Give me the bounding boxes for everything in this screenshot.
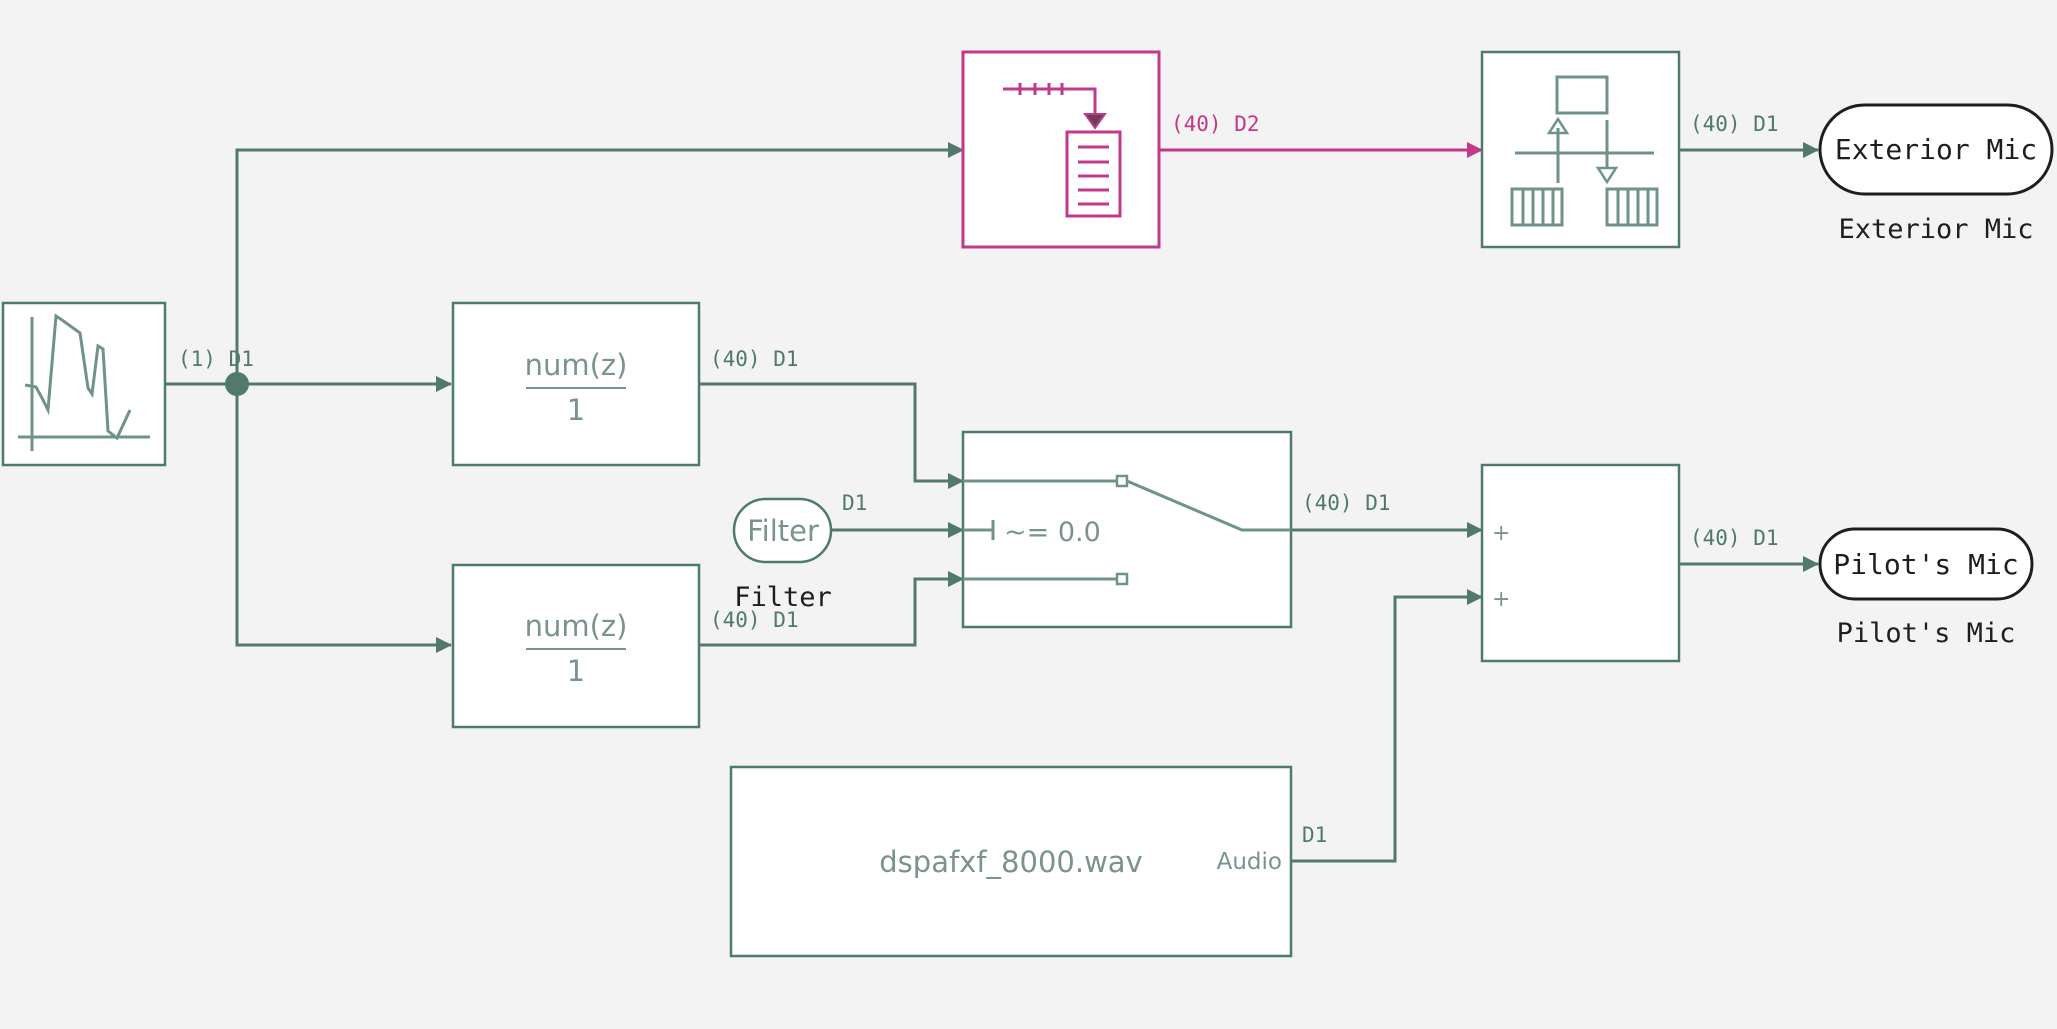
buffer-icon — [1003, 83, 1122, 218]
unbuffer-icon — [1510, 75, 1659, 227]
filter-constant-block[interactable]: Filter — [732, 497, 833, 564]
filter-constant-text: Filter — [747, 514, 819, 548]
unbuffer-block[interactable] — [1480, 50, 1681, 249]
sum-block[interactable]: + + — [1480, 463, 1681, 663]
signal-label-filter-bottom: (40) D1 — [710, 608, 799, 632]
signal-label-filter-const: D1 — [842, 491, 867, 515]
signal-label-sum: (40) D1 — [1690, 526, 1779, 550]
switch-block[interactable]: ~= 0.0 — [961, 430, 1293, 629]
signal-label-filter-top: (40) D1 — [710, 347, 799, 371]
audio-file-block[interactable]: dspafxf_8000.wav Audio — [729, 765, 1293, 958]
pilots-mic-outport[interactable]: Pilot's Mic — [1818, 527, 2034, 601]
wire-to-buffer[interactable] — [235, 142, 964, 384]
wires — [166, 142, 1819, 863]
filter-constant-name: Filter — [734, 582, 832, 613]
signal-label-source: (1) D1 — [178, 347, 254, 371]
switch-criterion: ~= 0.0 — [1004, 517, 1101, 548]
switch-icon — [963, 474, 1291, 586]
filter-bottom-numerator: num(z) — [525, 609, 628, 643]
exterior-mic-outport[interactable]: Exterior Mic — [1818, 103, 2054, 196]
wire-filter-bottom-to-switch[interactable] — [699, 571, 964, 647]
exterior-mic-name: Exterior Mic — [1838, 214, 2033, 245]
buffer-block[interactable] — [961, 50, 1161, 249]
audio-filename: dspafxf_8000.wav — [879, 845, 1142, 879]
signal-labels: (1) D1 (40) D2 (40) D1 (40) D1 (40) D1 D… — [178, 112, 1779, 847]
signal-source-block[interactable] — [1, 301, 167, 467]
signal-label-buffer: (40) D2 — [1171, 112, 1260, 136]
waveform-icon — [18, 313, 150, 451]
wire-audio-to-sum[interactable] — [1291, 589, 1483, 863]
exterior-mic-text: Exterior Mic — [1835, 133, 2037, 166]
pilots-mic-name: Pilot's Mic — [1837, 618, 2016, 649]
signal-label-switch: (40) D1 — [1302, 491, 1391, 515]
signal-label-audio: D1 — [1302, 823, 1327, 847]
wire-filter-top-to-switch[interactable] — [699, 382, 964, 489]
sum-sign-1: + — [1492, 521, 1510, 546]
filter-bottom-denominator: 1 — [567, 654, 585, 688]
signal-label-unbuffer: (40) D1 — [1690, 112, 1779, 136]
filter-top-block[interactable]: num(z) 1 — [451, 301, 701, 467]
filter-top-denominator: 1 — [567, 393, 585, 427]
wire-to-filter-bottom[interactable] — [235, 384, 452, 653]
filter-bottom-block[interactable]: num(z) 1 — [451, 563, 701, 729]
sum-sign-2: + — [1492, 587, 1510, 612]
audio-port-label: Audio — [1217, 849, 1282, 875]
filter-top-numerator: num(z) — [525, 348, 628, 382]
branch-point[interactable] — [225, 372, 249, 396]
pilots-mic-text: Pilot's Mic — [1833, 548, 2018, 581]
